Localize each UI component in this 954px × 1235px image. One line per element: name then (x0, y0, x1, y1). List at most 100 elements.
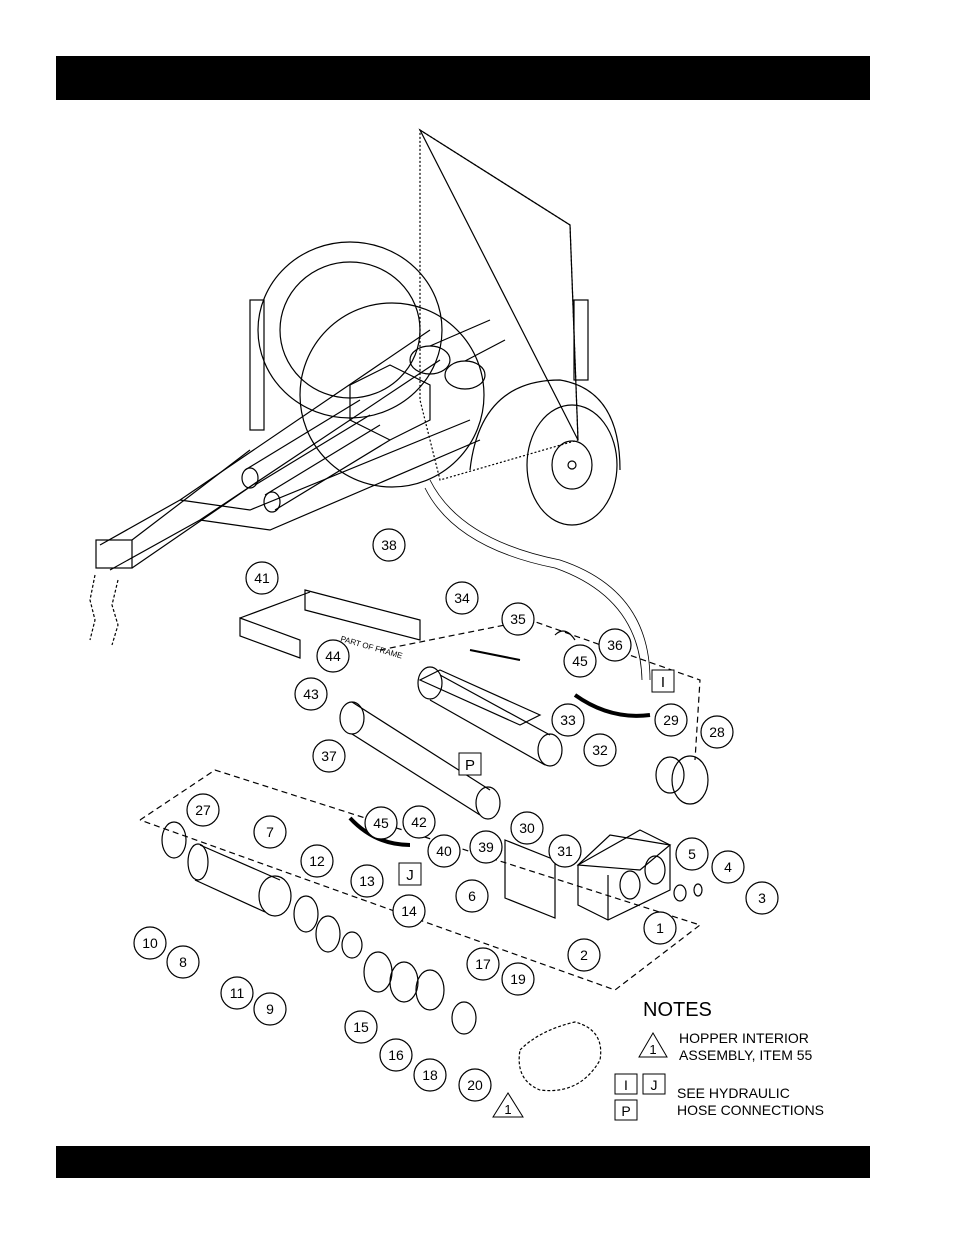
svg-text:18: 18 (422, 1067, 438, 1083)
svg-text:14: 14 (401, 903, 417, 919)
svg-text:7: 7 (266, 824, 274, 840)
connection-box-j: J (399, 863, 421, 885)
callout-1: 1 (644, 912, 676, 944)
svg-text:45: 45 (373, 815, 389, 831)
svg-text:8: 8 (179, 954, 187, 970)
callout-27: 27 (187, 794, 219, 826)
svg-text:15: 15 (353, 1019, 369, 1035)
svg-text:41: 41 (254, 570, 270, 586)
callout-20: 20 (459, 1069, 491, 1101)
svg-text:32: 32 (592, 742, 608, 758)
notes-symbols: 1 I J P (615, 1033, 667, 1120)
callout-36: 36 (599, 629, 631, 661)
callout-33: 33 (552, 704, 584, 736)
notes-title: NOTES (643, 999, 712, 1022)
callout-38: 38 (373, 529, 405, 561)
callout-44: 44 (317, 640, 349, 672)
callout-28: 28 (701, 716, 733, 748)
callout-40: 40 (428, 835, 460, 867)
callout-4: 4 (712, 851, 744, 883)
callout-8: 8 (167, 946, 199, 978)
svg-text:6: 6 (468, 888, 476, 904)
svg-text:29: 29 (663, 712, 679, 728)
callout-13: 13 (351, 865, 383, 897)
svg-text:35: 35 (510, 611, 526, 627)
svg-text:4: 4 (724, 859, 732, 875)
svg-text:11: 11 (230, 985, 245, 1001)
svg-text:20: 20 (467, 1077, 483, 1093)
svg-text:27: 27 (195, 802, 211, 818)
svg-text:12: 12 (309, 853, 325, 869)
svg-text:J: J (406, 867, 414, 884)
callout-30: 30 (511, 812, 543, 844)
svg-text:I: I (624, 1077, 628, 1093)
callout-19: 19 (502, 963, 534, 995)
svg-text:13: 13 (359, 873, 375, 889)
callout-18: 18 (414, 1059, 446, 1091)
svg-text:10: 10 (142, 935, 158, 951)
callout-45: 45 (564, 645, 596, 677)
svg-text:30: 30 (519, 820, 535, 836)
svg-text:5: 5 (688, 846, 696, 862)
callout-7: 7 (254, 816, 286, 848)
trailer-drawing (90, 130, 650, 680)
callout-45: 45 (365, 807, 397, 839)
callout-6: 6 (456, 880, 488, 912)
callout-2: 2 (568, 939, 600, 971)
svg-text:P: P (621, 1103, 630, 1119)
callout-29: 29 (655, 704, 687, 736)
callout-15: 15 (345, 1011, 377, 1043)
callout-10: 10 (134, 927, 166, 959)
svg-text:45: 45 (572, 653, 588, 669)
svg-text:44: 44 (325, 648, 341, 664)
svg-text:1: 1 (504, 1102, 511, 1117)
svg-text:J: J (651, 1077, 658, 1093)
triangle-callout: 1 (493, 1093, 523, 1117)
callout-34: 34 (446, 582, 478, 614)
callout-14: 14 (393, 895, 425, 927)
svg-text:42: 42 (411, 814, 427, 830)
note2-line2: HOSE CONNECTIONS (677, 1102, 824, 1119)
connection-box-p: P (459, 753, 481, 775)
callout-12: 12 (301, 845, 333, 877)
svg-text:2: 2 (580, 947, 588, 963)
callout-43: 43 (295, 678, 327, 710)
connection-box-i: I (652, 670, 674, 692)
svg-text:1: 1 (656, 920, 664, 936)
exploded-parts: PART OF FRAME (140, 590, 708, 1091)
callout-5: 5 (676, 838, 708, 870)
note1-line1: HOPPER INTERIOR (679, 1030, 809, 1047)
svg-text:1: 1 (649, 1042, 656, 1057)
svg-text:40: 40 (436, 843, 452, 859)
note1-line2: ASSEMBLY, ITEM 55 (679, 1047, 812, 1064)
callout-16: 16 (380, 1039, 412, 1071)
svg-text:I: I (661, 674, 665, 691)
svg-text:17: 17 (475, 956, 491, 972)
note2-line1: SEE HYDRAULIC (677, 1085, 790, 1102)
svg-text:38: 38 (381, 537, 397, 553)
callout-35: 35 (502, 603, 534, 635)
svg-text:28: 28 (709, 724, 725, 740)
callout-9: 9 (254, 993, 286, 1025)
svg-text:33: 33 (560, 712, 576, 728)
callout-42: 42 (403, 806, 435, 838)
svg-text:36: 36 (607, 637, 623, 653)
svg-text:43: 43 (303, 686, 319, 702)
svg-text:34: 34 (454, 590, 470, 606)
svg-text:9: 9 (266, 1001, 274, 1017)
callout-41: 41 (246, 562, 278, 594)
callout-11: 11 (221, 977, 253, 1009)
callout-17: 17 (467, 948, 499, 980)
svg-text:19: 19 (510, 971, 526, 987)
callout-32: 32 (584, 734, 616, 766)
callout-31: 31 (549, 835, 581, 867)
svg-text:37: 37 (321, 748, 337, 764)
callout-3: 3 (746, 882, 778, 914)
svg-text:P: P (465, 757, 475, 774)
svg-text:16: 16 (388, 1047, 404, 1063)
callout-37: 37 (313, 740, 345, 772)
svg-text:39: 39 (478, 839, 494, 855)
callout-39: 39 (470, 831, 502, 863)
svg-text:31: 31 (557, 843, 573, 859)
svg-text:3: 3 (758, 890, 766, 906)
